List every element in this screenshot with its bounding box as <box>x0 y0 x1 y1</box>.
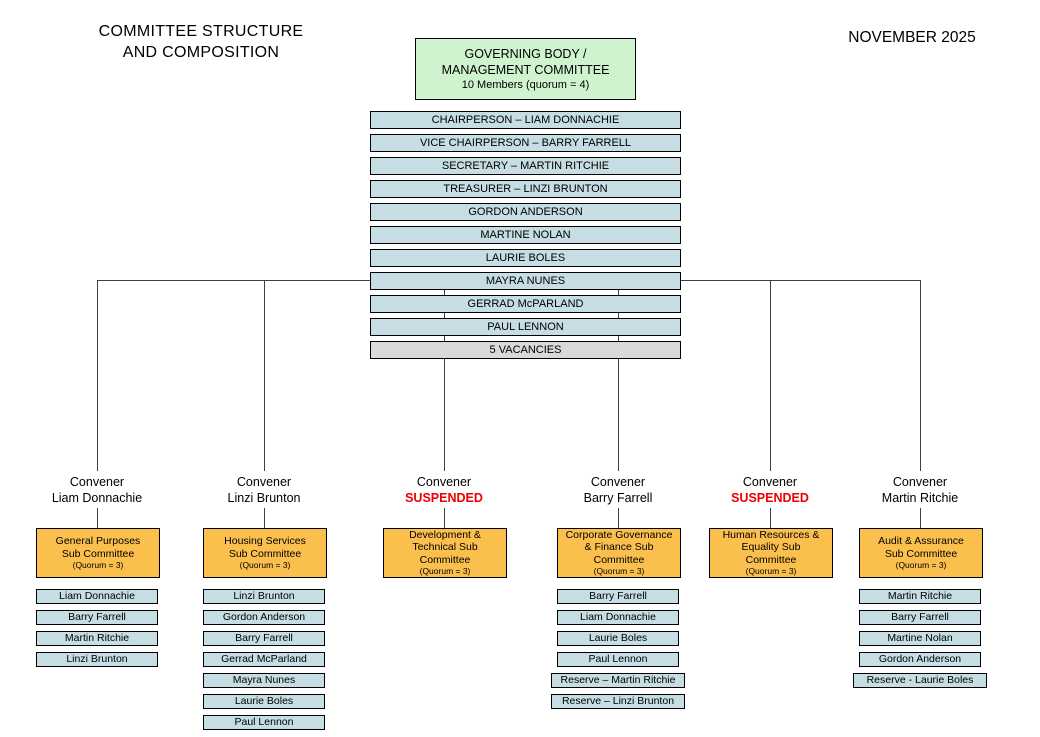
committee-box-title-line: Committee <box>745 553 797 566</box>
board-member-bar: LAURIE BOLES <box>370 249 681 267</box>
convener-name: Martin Ritchie <box>881 491 959 505</box>
committee-box-title-line: Equality Sub <box>741 541 801 554</box>
committee-box-title-line: Committee <box>593 553 645 566</box>
committee-box-title-line: Housing Services <box>224 535 306 547</box>
reserve-member-bar: Reserve – Martin Ritchie <box>551 673 685 688</box>
committee-box-title-line: Corporate Governance <box>565 528 673 541</box>
committee-quorum: (Quorum = 3) <box>745 566 797 577</box>
convener-to-box-connector <box>770 508 771 528</box>
convener-name: Linzi Brunton <box>227 491 301 505</box>
committee-member-bar: Barry Farrell <box>36 610 158 625</box>
committee-member-bar: Mayra Nunes <box>203 673 325 688</box>
committee-box-title-line: Human Resources & <box>722 528 820 541</box>
convener-to-box-connector <box>920 508 921 528</box>
board-member-bar: SECRETARY – MARTIN RITCHIE <box>370 157 681 175</box>
convener-to-box-connector <box>618 508 619 528</box>
governing-body-box: GOVERNING BODY / MANAGEMENT COMMITTEE 10… <box>415 38 636 100</box>
committee-member-bar: Gerrad McParland <box>203 652 325 667</box>
board-member-bar: GORDON ANDERSON <box>370 203 681 221</box>
committee-member-bar: Barry Farrell <box>203 631 325 646</box>
branch-vertical-line <box>444 280 445 471</box>
committee-member-bar: Gordon Anderson <box>859 652 981 667</box>
convener-title: Convener <box>590 475 646 489</box>
committee-box-title-line: Technical Sub <box>412 541 478 554</box>
page-title-line1: COMMITTEE STRUCTURE <box>98 23 304 40</box>
governing-body-title-line2: MANAGEMENT COMMITTEE <box>441 62 610 77</box>
convener-suspended-label: SUSPENDED <box>405 491 483 505</box>
governing-body-title-line1: GOVERNING BODY / <box>464 46 587 61</box>
branch-vertical-line <box>770 280 771 471</box>
governing-body-subtitle: 10 Members (quorum = 4) <box>461 78 590 91</box>
convener-title: Convener <box>892 475 948 489</box>
branch-vertical-line <box>618 280 619 471</box>
board-member-bar: MAYRA NUNES <box>370 272 681 290</box>
page-title: COMMITTEE STRUCTURE AND COMPOSITION <box>58 21 344 63</box>
committee-box-title-line: & Finance Sub <box>584 541 654 554</box>
committee-member-bar: Barry Farrell <box>859 610 981 625</box>
committee-quorum: (Quorum = 3) <box>593 566 645 577</box>
convener-to-box-connector <box>264 508 265 528</box>
board-member-bar: VICE CHAIRPERSON – BARRY FARRELL <box>370 134 681 152</box>
committee-member-bar: Linzi Brunton <box>203 589 325 604</box>
board-member-bar: CHAIRPERSON – LIAM DONNACHIE <box>370 111 681 129</box>
committee-member-bar: Linzi Brunton <box>36 652 158 667</box>
committee-member-bar: Martin Ritchie <box>36 631 158 646</box>
branch-vertical-line <box>97 280 98 471</box>
convener-suspended-label: SUSPENDED <box>731 491 809 505</box>
branch-vertical-line <box>264 280 265 471</box>
committee-box-title-line: General Purposes <box>55 535 141 547</box>
committee-quorum: (Quorum = 3) <box>72 560 124 570</box>
convener-title: Convener <box>69 475 125 489</box>
committee-member-bar: Paul Lennon <box>203 715 325 730</box>
committee-box-title-line: Sub Committee <box>884 547 958 560</box>
page-date: NOVEMBER 2025 <box>848 29 976 46</box>
convener-to-box-connector <box>97 508 98 528</box>
committee-member-bar: Liam Donnachie <box>557 610 679 625</box>
committee-member-bar: Gordon Anderson <box>203 610 325 625</box>
convener-title: Convener <box>236 475 292 489</box>
board-member-bar: MARTINE NOLAN <box>370 226 681 244</box>
board-member-bar: TREASURER – LINZI BRUNTON <box>370 180 681 198</box>
committee-box-title-line: Committee <box>419 553 471 566</box>
committee-member-bar: Liam Donnachie <box>36 589 158 604</box>
branch-vertical-line <box>920 280 921 471</box>
committee-quorum: (Quorum = 3) <box>239 560 291 570</box>
convener-name: Liam Donnachie <box>51 491 143 505</box>
committee-quorum: (Quorum = 3) <box>419 566 471 577</box>
committee-member-bar: Martine Nolan <box>859 631 981 646</box>
committee-member-bar: Barry Farrell <box>557 589 679 604</box>
vacancy-bar: 5 VACANCIES <box>370 341 681 359</box>
committee-box-title-line: Development & <box>409 528 481 541</box>
committee-quorum: (Quorum = 3) <box>895 560 947 570</box>
committee-box-title-line: Audit & Assurance <box>878 535 964 547</box>
committee-box-title-line: Sub Committee <box>228 547 302 560</box>
reserve-member-bar: Reserve – Linzi Brunton <box>551 694 685 709</box>
committee-member-bar: Laurie Boles <box>557 631 679 646</box>
board-member-bar: GERRAD McPARLAND <box>370 295 681 313</box>
reserve-member-bar: Reserve - Laurie Boles <box>853 673 987 688</box>
convener-title: Convener <box>742 475 798 489</box>
convener-title: Convener <box>416 475 472 489</box>
convener-name: Barry Farrell <box>583 491 653 505</box>
convener-to-box-connector <box>444 508 445 528</box>
board-member-bar: PAUL LENNON <box>370 318 681 336</box>
committee-box-title-line: Sub Committee <box>61 547 135 560</box>
committee-member-bar: Laurie Boles <box>203 694 325 709</box>
committee-member-bar: Paul Lennon <box>557 652 679 667</box>
committee-member-bar: Martin Ritchie <box>859 589 981 604</box>
page-title-line2: AND COMPOSITION <box>122 44 280 61</box>
